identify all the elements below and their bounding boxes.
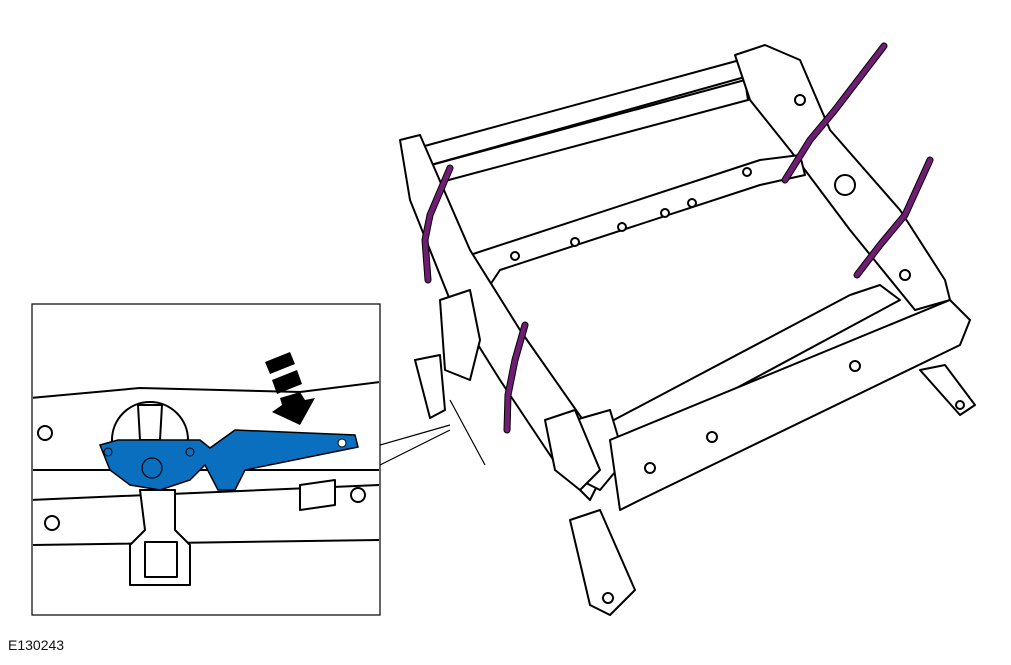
- tool-highlight: [98, 429, 359, 491]
- seat-frame: [399, 44, 976, 616]
- cable-ties: [421, 42, 934, 434]
- figure-id-label: E130243: [8, 637, 65, 653]
- detail-inset: [31, 303, 381, 616]
- press-direction-arrow: [265, 352, 315, 425]
